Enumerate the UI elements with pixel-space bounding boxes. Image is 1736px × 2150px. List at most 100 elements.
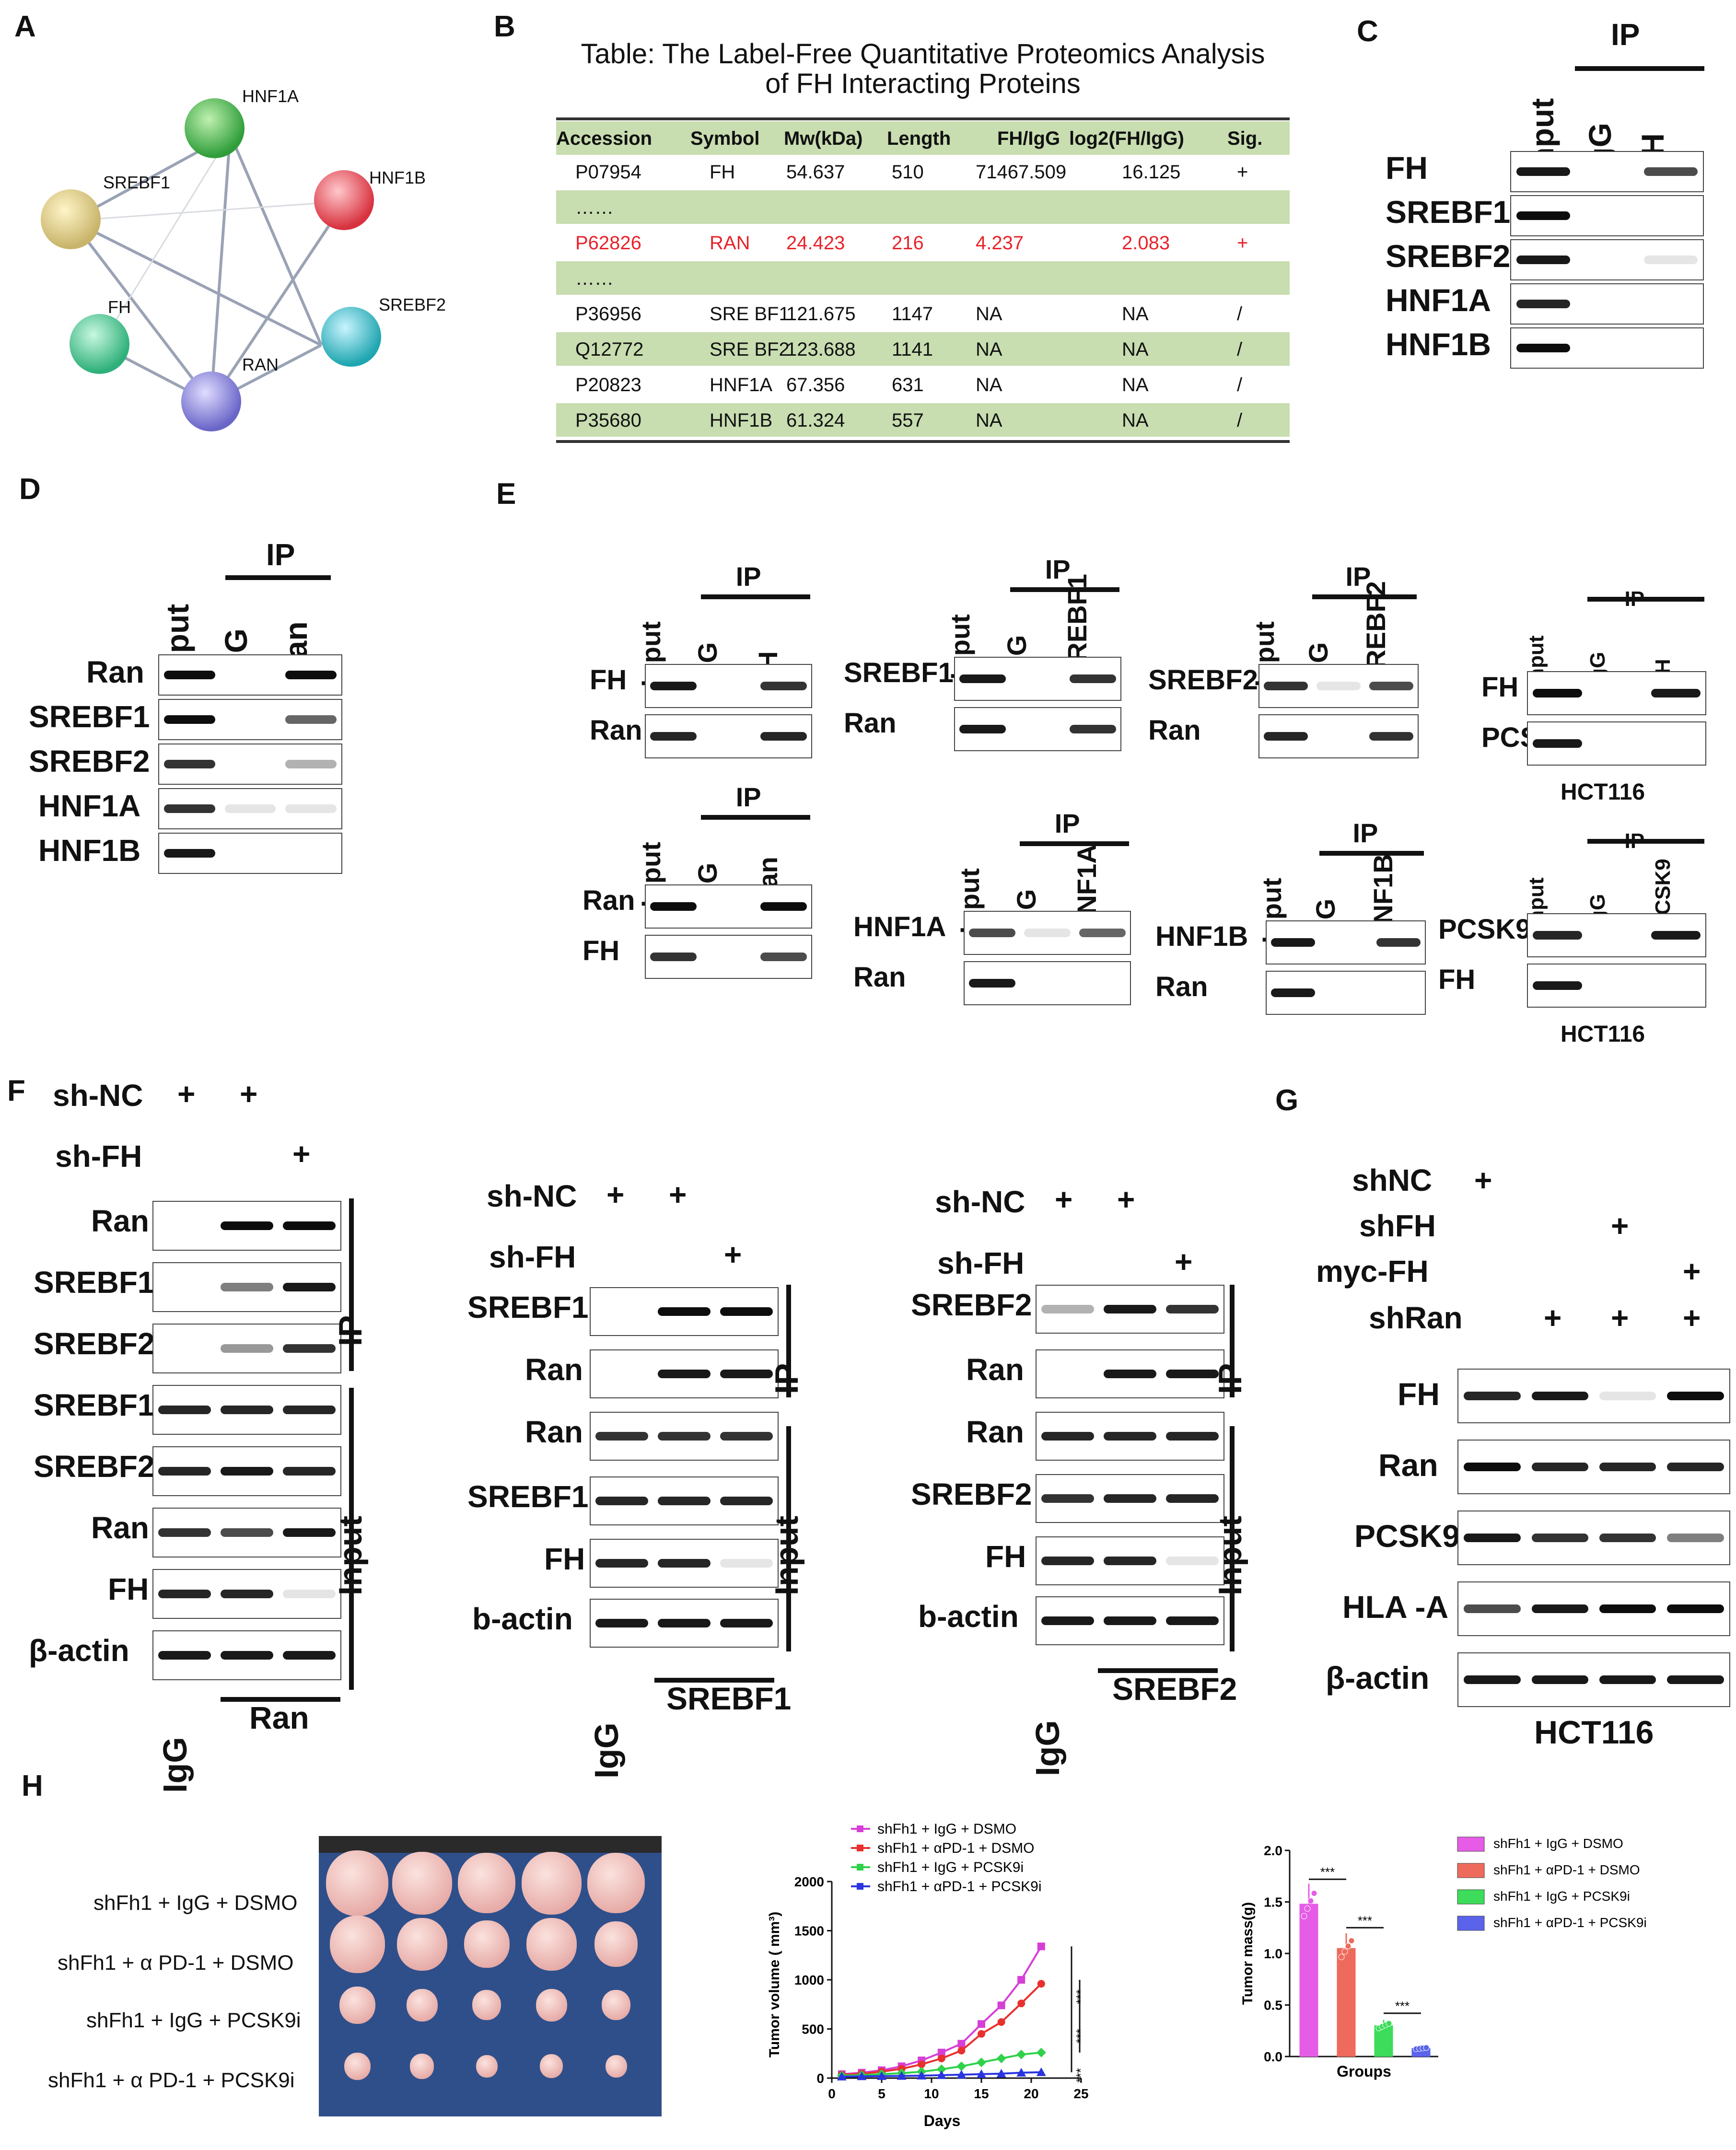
y-axis-label: Tumor volume ( mm³) — [767, 1912, 782, 2057]
ip-label: IP — [735, 561, 761, 592]
table-cell: NA — [1122, 339, 1149, 360]
blot-band — [645, 935, 812, 979]
row-label: Ran — [590, 715, 642, 746]
plus-sign: + — [1683, 1301, 1701, 1335]
y-tick-label: 500 — [802, 2022, 824, 2037]
data-point — [956, 2061, 967, 2071]
data-point — [1037, 1942, 1045, 1951]
y-tick-label: 1.0 — [1264, 1946, 1282, 1961]
y-tick-label: 0.5 — [1264, 1998, 1282, 2013]
col-label: Input — [769, 1515, 805, 1595]
row-label: b-actin — [472, 1602, 573, 1636]
tumor-photo — [319, 1836, 662, 2116]
table-cell: 1147 — [892, 303, 933, 325]
blot-band — [1036, 1412, 1224, 1461]
table-cell: RAN — [710, 232, 750, 254]
col-label: IP — [332, 1315, 369, 1346]
network-label: HNF1B — [369, 168, 426, 187]
col-label: Input — [332, 1515, 369, 1595]
data-point — [918, 2060, 926, 2069]
table-cell: / — [1237, 303, 1243, 325]
data-point — [1348, 1937, 1355, 1944]
blot-band — [1457, 1581, 1730, 1636]
blot-band — [152, 1201, 341, 1251]
table-cell: HNF1B — [710, 410, 773, 431]
network-label: HNF1A — [242, 86, 299, 106]
row-label: Ran — [966, 1415, 1024, 1449]
panel-label-b: B — [494, 10, 515, 43]
tumor — [536, 1988, 567, 2022]
row-label: Ran — [91, 1511, 149, 1545]
bar — [1337, 1948, 1356, 2057]
panel-label-d: D — [19, 473, 41, 506]
data-point — [1017, 1999, 1025, 2008]
tumor — [410, 2054, 434, 2079]
table-cell: P20823 — [575, 374, 641, 395]
panel-label-e: E — [496, 477, 516, 511]
blot-band — [954, 707, 1121, 751]
data-point — [1307, 1897, 1314, 1904]
table-cell: / — [1237, 410, 1243, 431]
tumor — [605, 2055, 627, 2078]
blot-band — [645, 664, 812, 708]
ip-label: IP — [1611, 17, 1640, 52]
table-title: Table: The Label-Free Quantitative Prote… — [581, 38, 1265, 99]
legend-entry: shFh1 + αPD-1 + PCSK9i — [1493, 1915, 1647, 1930]
data-point — [857, 2071, 867, 2080]
table-cell: P07954 — [575, 162, 641, 183]
data-point — [1341, 1948, 1348, 1955]
table-cell: 2.083 — [1122, 232, 1170, 254]
row-label: SREBF2 — [29, 744, 150, 779]
network-label: SREBF2 — [379, 295, 446, 314]
blot-band — [158, 699, 342, 740]
table-cell: / — [1237, 339, 1243, 360]
row-label: FH — [1438, 964, 1476, 995]
row-label: Ran — [525, 1415, 583, 1449]
data-point — [937, 2055, 945, 2062]
network-node-fh — [70, 314, 129, 374]
table-cell: HNF1A — [710, 374, 773, 395]
blot-band — [1036, 1474, 1224, 1523]
panel-label-a: A — [14, 10, 36, 43]
plus-sign: + — [1544, 1301, 1562, 1335]
blot-band — [590, 1539, 779, 1588]
table-cell: + — [1237, 162, 1248, 183]
significance-stars: *** — [1073, 2029, 1088, 2043]
tumor — [472, 1990, 501, 2020]
network-node-hnf1a — [185, 98, 245, 158]
ip-label: IP — [1352, 818, 1378, 848]
row-label: SREBF1 — [467, 1290, 589, 1325]
tumor — [594, 1921, 638, 1967]
row-label: Ran — [1155, 971, 1208, 1002]
x-axis-label: Days — [924, 2112, 961, 2129]
data-point — [996, 2054, 1006, 2063]
data-point — [1017, 1976, 1025, 1984]
panel-label-h: H — [22, 1769, 43, 1802]
data-point — [1016, 2049, 1026, 2059]
table-cell: …… — [575, 197, 614, 218]
legend-entry: shFh1 + αPD-1 + DSMO — [1493, 1862, 1640, 1877]
network-label: RAN — [242, 355, 279, 374]
blot-band — [158, 788, 342, 829]
condition-label: shNC — [1352, 1163, 1433, 1197]
data-point — [1345, 1943, 1352, 1950]
cell-line-label: HCT116 — [1561, 779, 1645, 805]
data-point — [957, 2040, 966, 2048]
significance-stars: *** — [1073, 1989, 1088, 2004]
row-label: FH — [1398, 1376, 1440, 1412]
data-point — [978, 2020, 985, 2028]
blot-band — [1036, 1349, 1224, 1398]
blot-band — [1457, 1652, 1730, 1707]
data-point — [936, 2064, 946, 2074]
significance-stars: *** — [1073, 2068, 1088, 2082]
significance-stars: *** — [1320, 1865, 1335, 1879]
condition-label: shFH — [1359, 1209, 1436, 1243]
table-cell: NA — [976, 374, 1002, 395]
plus-sign: + — [1175, 1244, 1193, 1279]
row-label: HNF1A — [1386, 282, 1491, 318]
significance-stars: *** — [1358, 1913, 1372, 1928]
